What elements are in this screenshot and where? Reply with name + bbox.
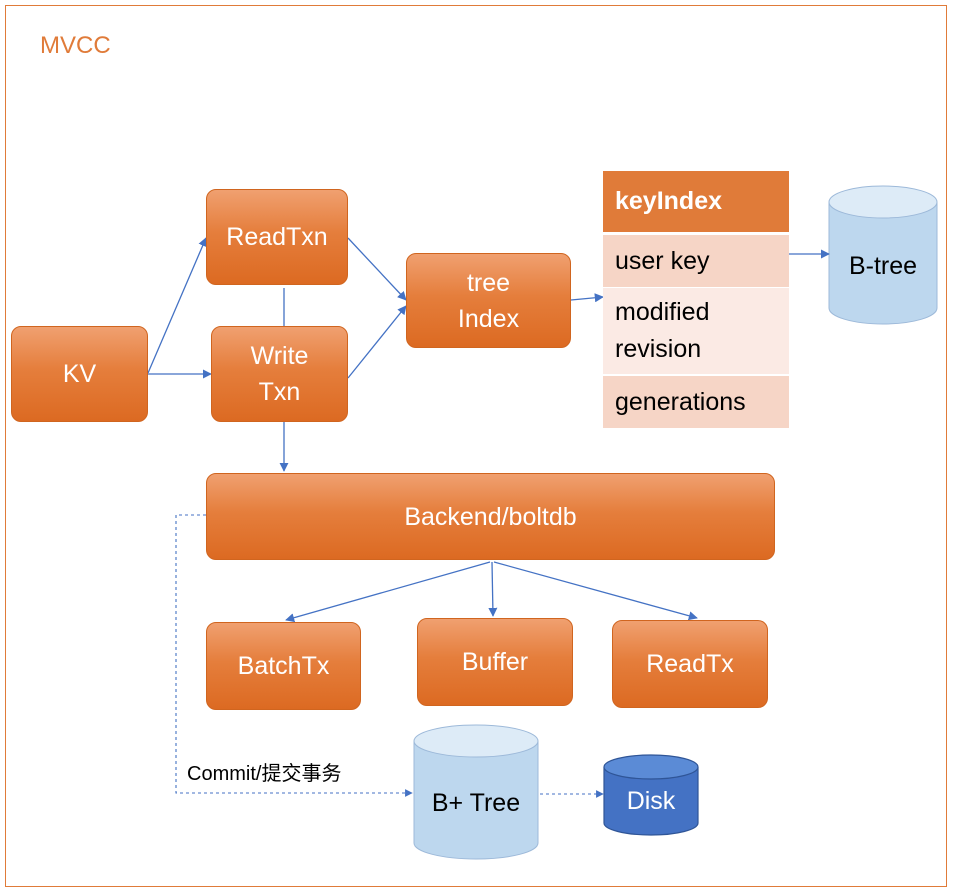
arrow-readtxn-treeindex [347,237,407,301]
kv-box: KV [11,326,148,422]
diagram-title: MVCC [40,32,111,59]
batchtx-label: BatchTx [237,652,330,680]
btree-label: B-tree [848,251,918,280]
treeindex-label: tree Index [457,268,520,333]
buffer-label: Buffer [461,648,529,676]
writetxn-box: Write Txn [211,326,348,422]
commit-dashed-arrow [175,514,413,797]
disk-cylinder [603,754,699,836]
buffer-box: Buffer [417,618,573,706]
backend-box: Backend/boltdb [206,473,775,560]
disk-label: Disk [626,786,676,815]
keyindex-header: keyIndex [603,171,789,232]
backend-label: Backend/boltdb [404,502,577,531]
arrow-writetxn-treeindex [347,305,407,379]
arrow-backend-readtx [493,561,698,621]
keyindex-field-modified-revision: modified revision [603,288,789,374]
arrow-backend-batchtx [285,561,491,623]
keyindex-field-user-key: user key [603,235,789,287]
readtxn-label: ReadTxn [226,223,328,251]
arrow-treeindex-keyindex [570,293,604,303]
batchtx-box: BatchTx [206,622,361,710]
treeindex-box: tree Index [406,253,571,348]
readtx-label: ReadTx [646,650,734,678]
readtx-box: ReadTx [612,620,768,708]
bplus-tree-cylinder [413,724,539,860]
readtxn-box: ReadTxn [206,189,348,285]
keyindex-field-generations: generations [603,376,789,428]
arrow-kv-readtxn [147,237,207,374]
btree-cylinder [828,185,938,325]
writetxn-label: Write Txn [250,342,309,406]
kv-label: KV [62,360,97,388]
arrow-backend-buffer [488,561,498,617]
commit-label: Commit/提交事务 [187,763,342,785]
mvcc-frame [5,5,947,887]
bplus-tree-label: B+ Tree [431,788,521,817]
